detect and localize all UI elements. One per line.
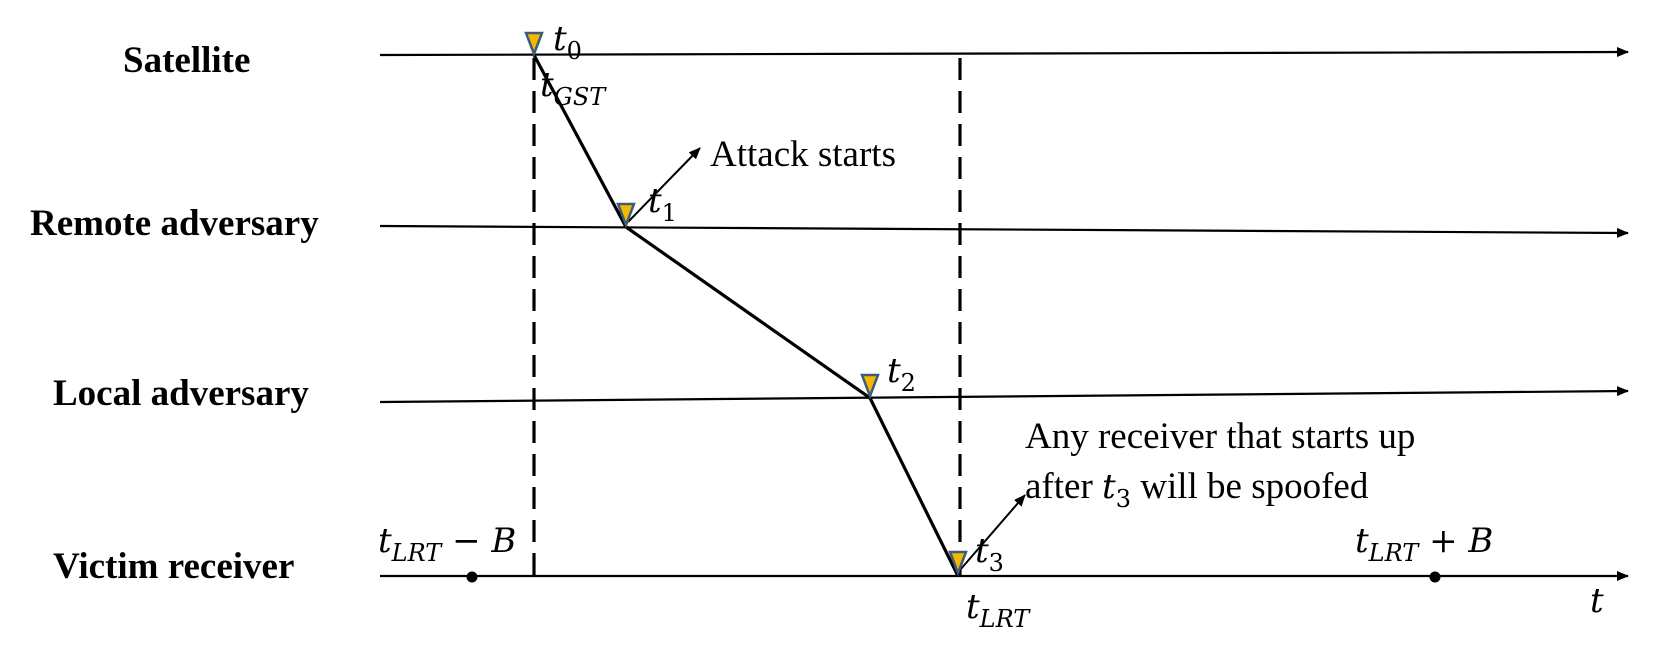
spoof-note-pointer	[959, 494, 1026, 571]
lower-bound-dot	[466, 571, 478, 583]
t0-label: t0	[553, 19, 582, 65]
lane-label-remote-adversary: Remote adversary	[30, 203, 319, 244]
lane-label-victim-receiver: Victim receiver	[53, 546, 294, 587]
spoof-annotation-line1: Any receiver that starts up	[1025, 416, 1415, 457]
lane-label-local-adversary: Local adversary	[53, 373, 309, 414]
local-adversary-timeline	[379, 386, 1629, 404]
signal-propagation-path	[532, 54, 960, 577]
t1-marker	[616, 202, 636, 229]
t3-marker	[948, 550, 968, 577]
t-lrt-label: tLRT	[966, 587, 1031, 633]
t2-marker	[860, 373, 880, 400]
spoof-annotation-line2: after t3 will be spoofed	[1025, 466, 1369, 513]
t1-label: t1	[648, 181, 677, 227]
remote-adversary-timeline	[379, 224, 1629, 238]
lane-label-satellite: Satellite	[123, 40, 250, 81]
t3-label: t3	[975, 531, 1004, 577]
upper-bound-label: tLRT + B	[1355, 521, 1493, 567]
lower-bound-label: tLRT − B	[378, 521, 516, 567]
t2-label: t2	[887, 351, 916, 397]
attack-starts-pointer	[627, 147, 701, 223]
t-gst-label: tGST	[540, 65, 607, 111]
upper-bound-dot	[1429, 571, 1441, 583]
attack-starts-annotation: Attack starts	[710, 134, 896, 175]
t0-marker	[524, 31, 544, 58]
time-axis-label: t	[1590, 581, 1604, 621]
satellite-timeline	[379, 47, 1629, 58]
